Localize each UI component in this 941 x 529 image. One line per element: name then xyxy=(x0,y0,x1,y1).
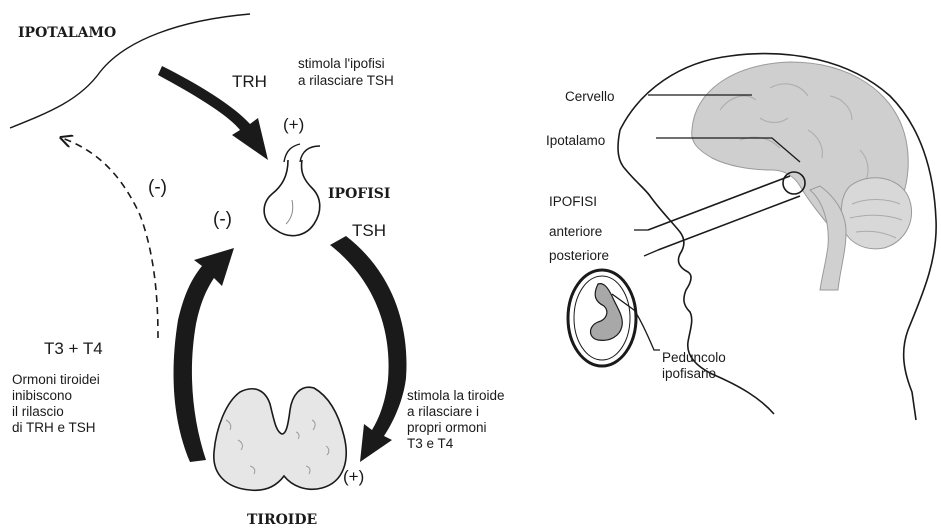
pituitary-stalk-label-line-1: Peduncolo xyxy=(662,350,726,365)
inhibit-note-line-3: il rilascio xyxy=(12,404,64,419)
trh-note-line-2: a rilasciare TSH xyxy=(298,73,394,88)
tsh-note-line-3: propri ormoni xyxy=(407,420,487,435)
tsh-note-line-4: T3 e T4 xyxy=(407,436,454,451)
inhibition-sign-left: (-) xyxy=(148,177,167,198)
stimulation-sign-top: (+) xyxy=(283,115,304,134)
hypothalamus-title: IPOTALAMO xyxy=(18,25,116,41)
thyroid-title: TIROIDE xyxy=(247,512,317,528)
pituitary-stalk-label-line-2: ipofisario xyxy=(662,366,716,381)
stimulation-sign-bottom: (+) xyxy=(343,467,364,486)
anterior-label: anteriore xyxy=(549,224,602,239)
pituitary-pointer-bar xyxy=(648,176,800,250)
pituitary-inset xyxy=(568,270,660,366)
posterior-label: posteriore xyxy=(549,248,609,263)
cerebellum-shape xyxy=(841,178,911,249)
negative-feedback-arrow xyxy=(62,138,158,338)
tsh-note-line-2: a rilasciare i xyxy=(407,404,479,419)
pituitary-gland-icon xyxy=(264,144,320,236)
thyroid-gland-icon xyxy=(214,387,346,490)
brain-label: Cervello xyxy=(565,89,615,104)
inhibit-note-line-4: di TRH e TSH xyxy=(12,420,96,435)
t3-t4-label: T3 + T4 xyxy=(44,339,103,358)
feedback-loop: IPOTALAMO TRH stimola l'ipofisi a rilasc… xyxy=(10,14,505,528)
tsh-label: TSH xyxy=(352,221,386,240)
inhibition-sign-pituitary: (-) xyxy=(213,209,232,230)
leader-posterior xyxy=(644,250,658,256)
trh-label: TRH xyxy=(232,72,267,91)
pituitary-title: IPOFISI xyxy=(328,186,390,202)
pituitary-label: IPOFISI xyxy=(549,194,597,209)
tsh-note-line-1: stimola la tiroide xyxy=(407,388,505,403)
inhibit-note-line-1: Ormoni tiroidei xyxy=(12,372,100,387)
head-anatomy: Cervello Ipotalamo IPOFISI anteriore pos… xyxy=(546,54,936,420)
hypothalamus-label: Ipotalamo xyxy=(546,133,605,148)
inhibit-note-line-2: inibiscono xyxy=(12,388,72,403)
trh-note-line-1: stimola l'ipofisi xyxy=(298,56,385,71)
